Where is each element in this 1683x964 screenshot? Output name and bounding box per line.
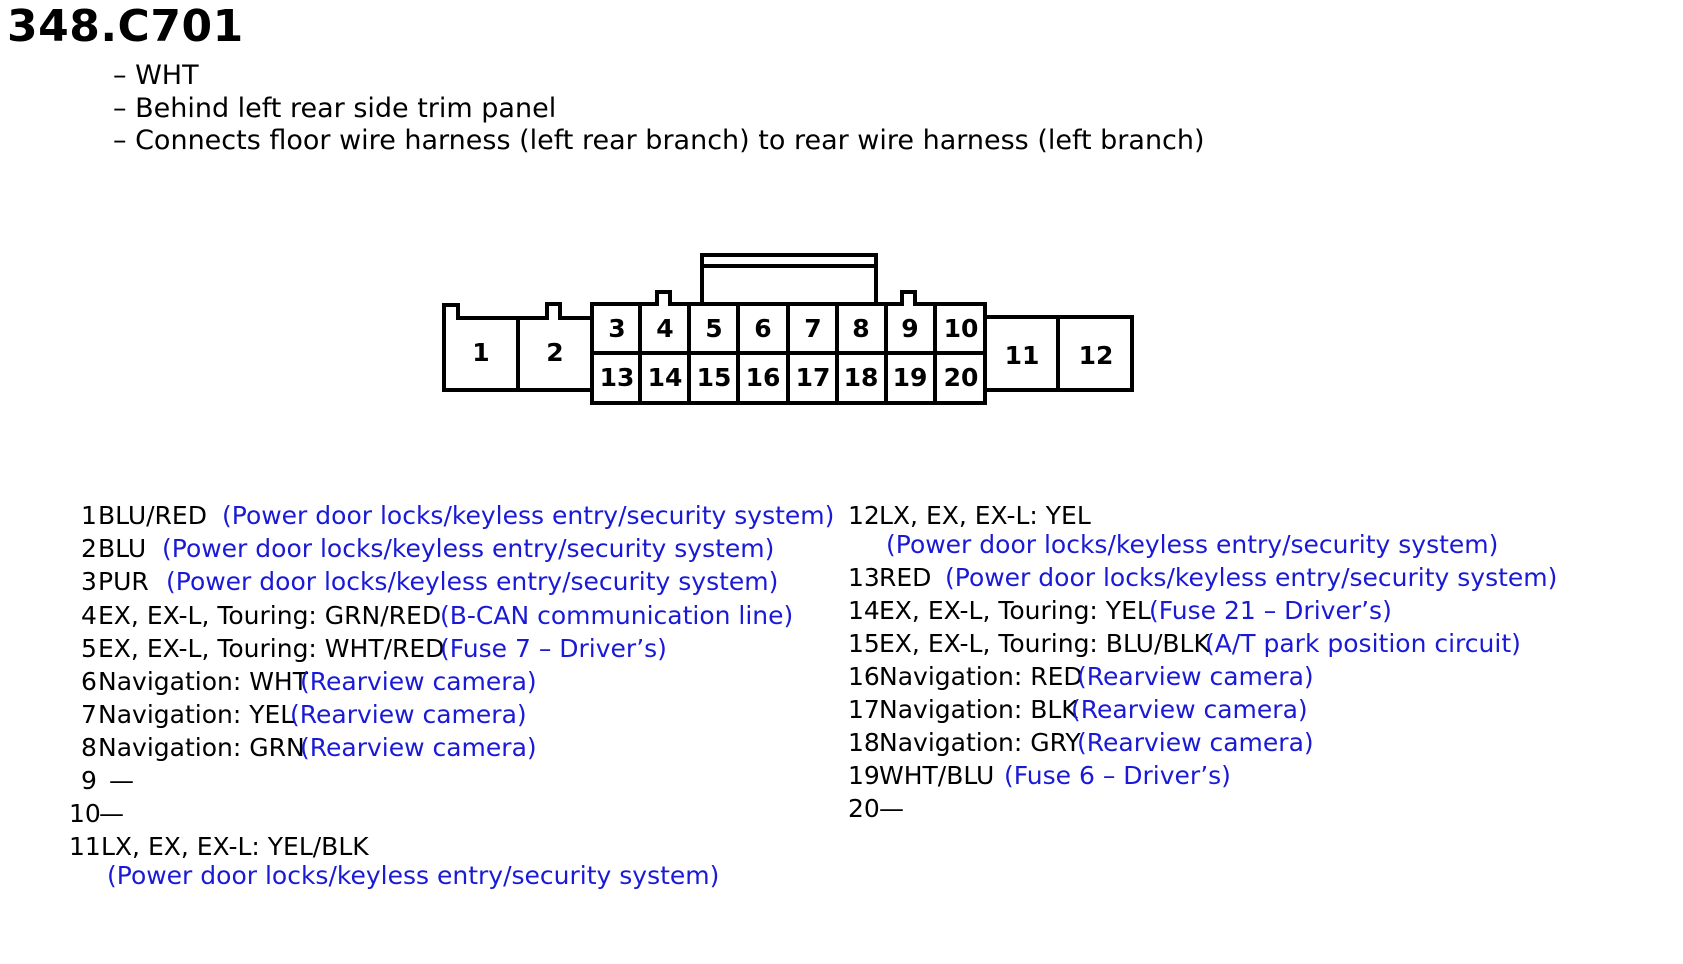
circuit-description: (A/T park position circuit) — [1205, 629, 1521, 658]
circuit-description: (Rearview camera) — [300, 667, 537, 696]
cavity-label: 8 — [852, 314, 869, 343]
wire-color: Navigation: WHT — [98, 667, 308, 696]
cavity-label: 5 — [705, 314, 722, 343]
pin-number: 7 — [81, 700, 97, 729]
pin-number: 18 — [848, 728, 880, 757]
cavity-label: 11 — [1005, 341, 1040, 370]
wire-color: BLU/RED — [98, 501, 207, 530]
wire-color: Navigation: BLK — [879, 695, 1078, 724]
pin-number: 16 — [848, 662, 880, 691]
wire-color: — — [109, 766, 134, 795]
pin-number: 1 — [81, 501, 97, 530]
wire-color: EX, EX-L, Touring: YEL — [879, 596, 1151, 625]
circuit-description: (Power door locks/keyless entry/security… — [166, 567, 779, 596]
wire-color: Navigation: GRY — [879, 728, 1081, 757]
circuit-description: (Power door locks/keyless entry/security… — [222, 501, 835, 530]
cavity-label: 6 — [754, 314, 771, 343]
pin-number: 14 — [848, 596, 880, 625]
connector-color: – WHT — [113, 60, 199, 91]
pin-number: 9 — [81, 766, 97, 795]
cavity-label: 2 — [546, 338, 563, 367]
pin-number: 11 — [69, 832, 101, 861]
circuit-description: (Fuse 21 – Driver’s) — [1149, 596, 1392, 625]
circuit-description: (Fuse 6 – Driver’s) — [1004, 761, 1231, 790]
cavity-label: 9 — [901, 314, 918, 343]
wire-color: — — [99, 799, 124, 828]
cavity-label: 18 — [844, 363, 879, 392]
cavity-label: 4 — [656, 314, 673, 343]
circuit-description: (Power door locks/keyless entry/security… — [886, 530, 1499, 559]
circuit-description: (Fuse 7 – Driver’s) — [440, 634, 667, 663]
circuit-description: (Rearview camera) — [300, 733, 537, 762]
wire-color: EX, EX-L, Touring: GRN/RED — [98, 601, 442, 630]
cavity-label: 16 — [746, 363, 781, 392]
cavity-label: 3 — [608, 314, 625, 343]
pin-number: 19 — [848, 761, 880, 790]
cavity-label: 14 — [648, 363, 683, 392]
pin-number: 4 — [81, 601, 97, 630]
circuit-description: (Power door locks/keyless entry/security… — [162, 534, 775, 563]
wire-color: Navigation: YEL — [98, 700, 295, 729]
circuit-description: (Power door locks/keyless entry/security… — [107, 861, 720, 890]
wire-color: RED — [879, 563, 932, 592]
pin-number: 13 — [848, 563, 880, 592]
circuit-description: (B-CAN communication line) — [440, 601, 794, 630]
cavity-label: 19 — [893, 363, 928, 392]
circuit-description: (Rearview camera) — [1077, 728, 1314, 757]
wire-color: LX, EX, EX-L: YEL — [879, 501, 1091, 530]
wire-color: EX, EX-L, Touring: WHT/RED — [98, 634, 445, 663]
pin-number: 20 — [848, 794, 880, 823]
cavity-label: 10 — [944, 314, 979, 343]
circuit-description: (Rearview camera) — [1071, 695, 1308, 724]
pin-number: 5 — [81, 634, 97, 663]
pin-number: 12 — [848, 501, 880, 530]
circuit-description: (Rearview camera) — [1077, 662, 1314, 691]
wire-color: PUR — [98, 567, 149, 596]
cavity-label: 12 — [1079, 341, 1114, 370]
wire-color: Navigation: RED — [879, 662, 1083, 691]
pin-number: 8 — [81, 733, 97, 762]
connector-connects: – Connects floor wire harness (left rear… — [113, 125, 1205, 156]
pin-number: 17 — [848, 695, 880, 724]
wire-color: EX, EX-L, Touring: BLU/BLK — [879, 629, 1210, 658]
pin-number: 2 — [81, 534, 97, 563]
cavity-label: 13 — [600, 363, 635, 392]
wire-color: LX, EX, EX-L: YEL/BLK — [101, 832, 369, 861]
circuit-description: (Rearview camera) — [290, 700, 527, 729]
pin-number: 3 — [81, 567, 97, 596]
cavity-label: 15 — [697, 363, 732, 392]
wire-color: — — [879, 794, 904, 823]
wire-color: WHT/BLU — [879, 761, 995, 790]
connector-title: 348.C701 — [7, 1, 244, 52]
cavity-label: 7 — [804, 314, 821, 343]
cavity-label: 17 — [796, 363, 831, 392]
circuit-description: (Power door locks/keyless entry/security… — [945, 563, 1558, 592]
cavity-label: 20 — [944, 363, 979, 392]
cavity-label: 1 — [472, 338, 489, 367]
pin-number: 15 — [848, 629, 880, 658]
pin-number: 6 — [81, 667, 97, 696]
wire-color: BLU — [98, 534, 147, 563]
connector-location: – Behind left rear side trim panel — [113, 93, 557, 124]
wire-color: Navigation: GRN — [98, 733, 305, 762]
pin-number: 10 — [69, 799, 101, 828]
